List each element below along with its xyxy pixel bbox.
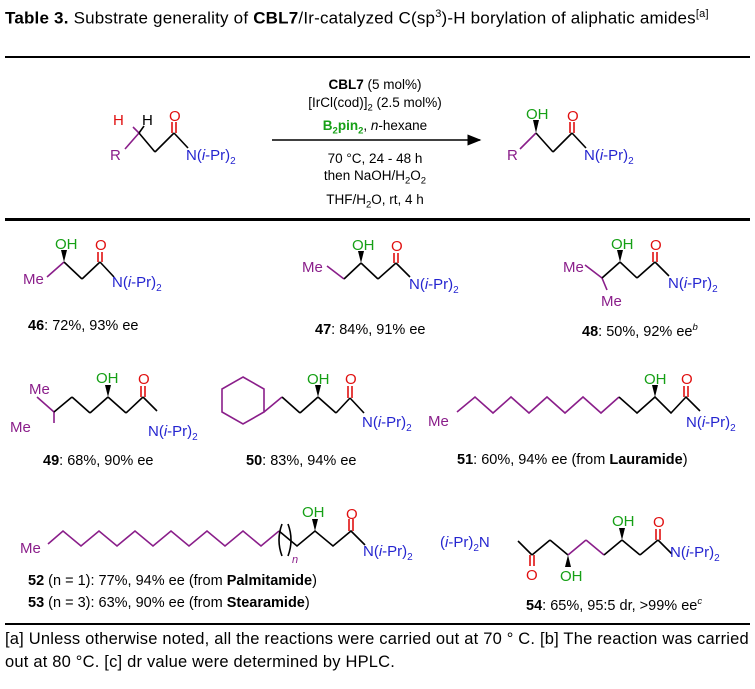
cond-catalyst-loading: (5 mol%): [363, 77, 422, 92]
sm-amide: N(i-Pr)2: [186, 147, 236, 167]
structure-48: [584, 250, 670, 291]
cond-iridium-loading: (2.5 mol%): [372, 94, 442, 110]
table-footnote: [a] Unless otherwise noted, all the reac…: [5, 630, 749, 671]
s54-o-right: O: [653, 514, 665, 531]
label-47: 47: 84%, 91% ee: [315, 322, 426, 338]
structure-51: [456, 385, 701, 415]
label-51: 51: 60%, 94% ee (from Lauramide): [457, 452, 688, 468]
s48-me-2: Me: [601, 293, 622, 310]
caption-text-2: /Ir-catalyzed C(sp: [298, 8, 436, 28]
s54-amide-left: (i-Pr)2N: [440, 534, 490, 554]
cond-solvent: , n-hexane: [363, 117, 428, 133]
s48-o: O: [650, 237, 662, 254]
structure-52-53: [47, 519, 366, 557]
structure-46: [46, 250, 115, 280]
cond-boron-reagent: B2pin2: [322, 117, 364, 137]
s49-me-2: Me: [10, 419, 31, 436]
s54-oh-bottom: OH: [560, 568, 583, 585]
structure-49: [36, 385, 158, 423]
product-amide: N(i-Pr)2: [584, 147, 634, 167]
s52-me: Me: [20, 540, 41, 557]
label-52: 52 (n = 1): 77%, 94% ee (from Palmitamid…: [28, 573, 317, 589]
s48-oh: OH: [611, 236, 634, 253]
s52-n-subscript: n: [292, 554, 298, 566]
cond-iridium-sub: 2: [367, 102, 373, 114]
s47-oh: OH: [352, 237, 375, 254]
table-caption: Table 3. Substrate generality of CBL7/Ir…: [5, 3, 750, 30]
product-o: O: [567, 108, 579, 125]
s47-o: O: [391, 238, 403, 255]
structure-47: [326, 251, 411, 280]
structure-50: [221, 376, 365, 425]
s54-oh-top: OH: [612, 513, 635, 530]
s47-me: Me: [302, 259, 323, 276]
product: [519, 120, 587, 153]
s49-amide: N(i-Pr)2: [148, 423, 198, 443]
bottom-rule: [5, 623, 750, 625]
s50-o: O: [345, 371, 357, 388]
caption-text-3: )-H borylation of aliphatic amides: [441, 8, 696, 28]
s51-o: O: [681, 371, 693, 388]
cond-catalyst: CBL7: [328, 77, 364, 92]
label-46: 46: 72%, 93% ee: [28, 318, 139, 334]
top-rule: [5, 56, 750, 58]
caption-text-1: Substrate generality of: [68, 8, 254, 28]
reaction-conditions: CBL7 (5 mol%) [IrCl(cod)]2 (2.5 mol%) B2…: [275, 76, 475, 214]
sm-h-black: H: [142, 112, 153, 129]
caption-sup: 3: [435, 8, 442, 20]
starting-material: [124, 122, 189, 153]
label-48: 48: 50%, 92% eeb: [582, 322, 698, 340]
cond-temperature: 70 °C, 24 - 48 h: [327, 150, 423, 166]
s47-amide: N(i-Pr)2: [409, 276, 459, 296]
product-r: R: [507, 147, 518, 164]
s50-amide: N(i-Pr)2: [362, 414, 412, 434]
s51-oh: OH: [644, 371, 667, 388]
s46-oh: OH: [55, 236, 78, 253]
product-oh: OH: [526, 106, 549, 123]
s46-amide: N(i-Pr)2: [112, 274, 162, 294]
cond-iridium: [IrCl(cod)]: [308, 94, 368, 110]
label-49: 49: 68%, 90% ee: [43, 453, 154, 469]
s51-amide: N(i-Pr)2: [686, 414, 736, 434]
structure-54: [517, 528, 673, 567]
sm-r: R: [110, 147, 121, 164]
sm-h-red: H: [113, 112, 124, 129]
caption-catalyst: CBL7: [253, 8, 299, 28]
s49-o: O: [138, 371, 150, 388]
s48-amide: N(i-Pr)2: [668, 275, 718, 295]
s48-me-1: Me: [563, 259, 584, 276]
s50-oh: OH: [307, 371, 330, 388]
label-54: 54: 65%, 95:5 dr, >99% eec: [526, 596, 703, 614]
label-53: 53 (n = 3): 63%, 90% ee (from Stearamide…: [28, 595, 310, 611]
s51-me: Me: [428, 413, 449, 430]
s52-oh: OH: [302, 504, 325, 521]
cond-oxidation: then NaOH/H2O2: [323, 168, 427, 188]
sm-o: O: [169, 108, 181, 125]
mid-rule: [5, 218, 750, 221]
s46-me: Me: [23, 271, 44, 288]
label-50: 50: 83%, 94% ee: [246, 453, 357, 469]
cond-workup: THF/H2O, rt, 4 h: [326, 191, 424, 211]
s49-oh: OH: [96, 370, 119, 387]
caption-note-ref: [a]: [695, 8, 709, 20]
s46-o: O: [95, 237, 107, 254]
s52-amide: N(i-Pr)2: [363, 543, 413, 563]
s52-o: O: [346, 506, 358, 523]
s49-me-1: Me: [29, 381, 50, 398]
s54-amide-right: N(i-Pr)2: [670, 544, 720, 564]
s54-o-left: O: [526, 567, 538, 584]
caption-label: Table 3.: [5, 8, 69, 28]
